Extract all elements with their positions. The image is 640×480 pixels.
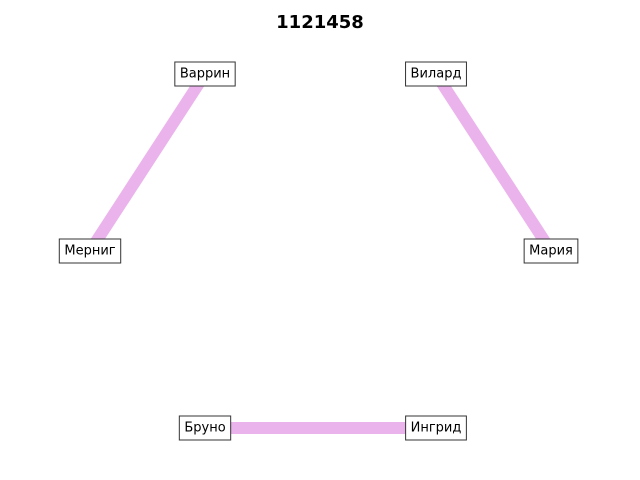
node-box — [405, 61, 467, 87]
node-box — [58, 238, 122, 264]
node-label: Мария — [529, 244, 573, 259]
node-mernig: Мерниг — [58, 238, 122, 264]
node-mariya: Мария — [523, 238, 579, 264]
node-box — [178, 415, 232, 441]
node-box — [405, 415, 467, 441]
node-vilard: Вилард — [405, 61, 467, 87]
node-ingrid: Ингрид — [405, 415, 467, 441]
node-label: Ингрид — [411, 421, 462, 436]
edges-layer — [84, 70, 557, 434]
edge-vilard-mariya — [430, 70, 557, 255]
node-label: Варрин — [180, 67, 230, 82]
node-box — [523, 238, 579, 264]
node-label: Вилард — [411, 67, 462, 82]
node-bruno: Бруно — [178, 415, 232, 441]
node-label: Мерниг — [64, 244, 115, 259]
edge-varrin-mernig — [84, 70, 211, 255]
node-box — [174, 61, 236, 87]
node-label: Бруно — [184, 421, 225, 436]
diagram-title: 1121458 — [276, 12, 364, 33]
node-varrin: Варрин — [174, 61, 236, 87]
